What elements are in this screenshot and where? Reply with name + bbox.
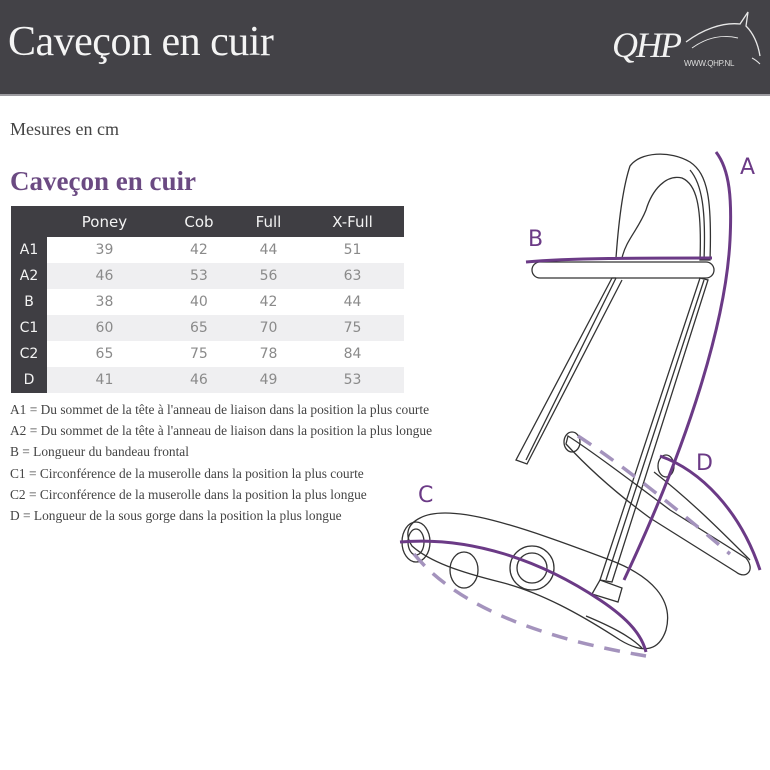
table-cell: 84 [301,341,404,367]
row-label: B [11,289,47,315]
table-cell: 60 [47,315,162,341]
row-label: D [11,367,47,393]
legend-item-a2: A2 = Du sommet de la tête à l'anneau de … [10,423,433,439]
label-d: D [696,451,713,476]
logo-url: WWW.QHP.NL [684,59,735,68]
qhp-logo[interactable]: QHP WWW.QHP.NL [612,8,762,74]
row-label: A2 [11,263,47,289]
header-banner: Caveçon en cuir QHP WWW.QHP.NL [0,0,770,96]
table-cell: 44 [235,237,302,263]
table-cell: 53 [161,263,236,289]
table-cell: 44 [301,289,404,315]
logo-text: QHP [612,25,682,65]
column-header: Full [235,206,302,237]
table-row: D 41 46 49 53 [11,367,404,393]
label-b: B [528,227,543,252]
measure-dashed-c [412,552,647,658]
noseband-ring-bottom [449,551,479,589]
column-header: X-Full [301,206,404,237]
table-cell: 63 [301,263,404,289]
table-cell: 41 [47,367,162,393]
table-cell: 78 [235,341,302,367]
table-cell: 46 [161,367,236,393]
table-cell: 65 [47,341,162,367]
horse-head-icon [685,11,761,65]
legend-item-c2: C2 = Circonférence de la muserolle dans … [10,486,367,502]
table-cell: 51 [301,237,404,263]
measure-line-d [659,454,762,571]
label-c: C [418,483,433,508]
throatlash-outline [565,434,751,576]
table-title: Caveçon en cuir [10,166,196,196]
left-cheek-outline [515,277,623,465]
noseband-outline [407,512,669,650]
legend-item-b: B = Longueur du bandeau frontal [10,444,189,460]
table-cell: 49 [235,367,302,393]
row-label: A1 [11,237,47,263]
table-cell: 40 [161,289,236,315]
measure-line-b [525,256,713,264]
table-header-row: Poney Cob Full X-Full [11,206,404,237]
table-cell: 75 [301,315,404,341]
table-row: A1 39 42 44 51 [11,237,404,263]
column-header: Poney [47,206,162,237]
measure-dashed-d [577,434,732,556]
table-cell: 70 [235,315,302,341]
row-label: C1 [11,315,47,341]
table-row: C1 60 65 70 75 [11,315,404,341]
legend-item-a1: A1 = Du sommet de la tête à l'anneau de … [10,402,430,417]
column-header: Cob [161,206,236,237]
label-a: A [740,155,755,180]
table-cell: 65 [161,315,236,341]
legend-item-d: D = Longueur de la sous gorge dans la po… [10,508,342,524]
table-cell: 56 [235,263,302,289]
noseband-ring-center [509,545,555,591]
right-cheek-outline [599,277,709,583]
table-row: B 38 40 42 44 [11,289,404,315]
units-note: Mesures en cm [10,119,119,139]
table-cell: 42 [235,289,302,315]
page-title: Caveçon en cuir [8,19,274,65]
table-row: A2 46 53 56 63 [11,263,404,289]
table-cell: 75 [161,341,236,367]
legend-item-c1: C1 = Circonférence de la muserolle dans … [10,465,364,481]
table-cell: 38 [47,289,162,315]
measurement-legend: A1 = Du sommet de la tête à l'anneau de … [10,399,432,526]
table-row: C2 65 75 78 84 [11,341,404,367]
table-cell: 42 [161,237,236,263]
table-corner [11,206,47,237]
table-cell: 53 [301,367,404,393]
measure-line-c [399,539,648,653]
table-cell: 39 [47,237,162,263]
headpiece-outline [615,153,712,261]
table-cell: 46 [47,263,162,289]
measure-line-a [622,151,733,581]
cavesson-diagram: A B C D [399,151,762,658]
row-label: C2 [11,341,47,367]
browband-outline [531,261,715,279]
size-table: Poney Cob Full X-Full A1 39 42 44 51 A2 … [11,206,404,393]
